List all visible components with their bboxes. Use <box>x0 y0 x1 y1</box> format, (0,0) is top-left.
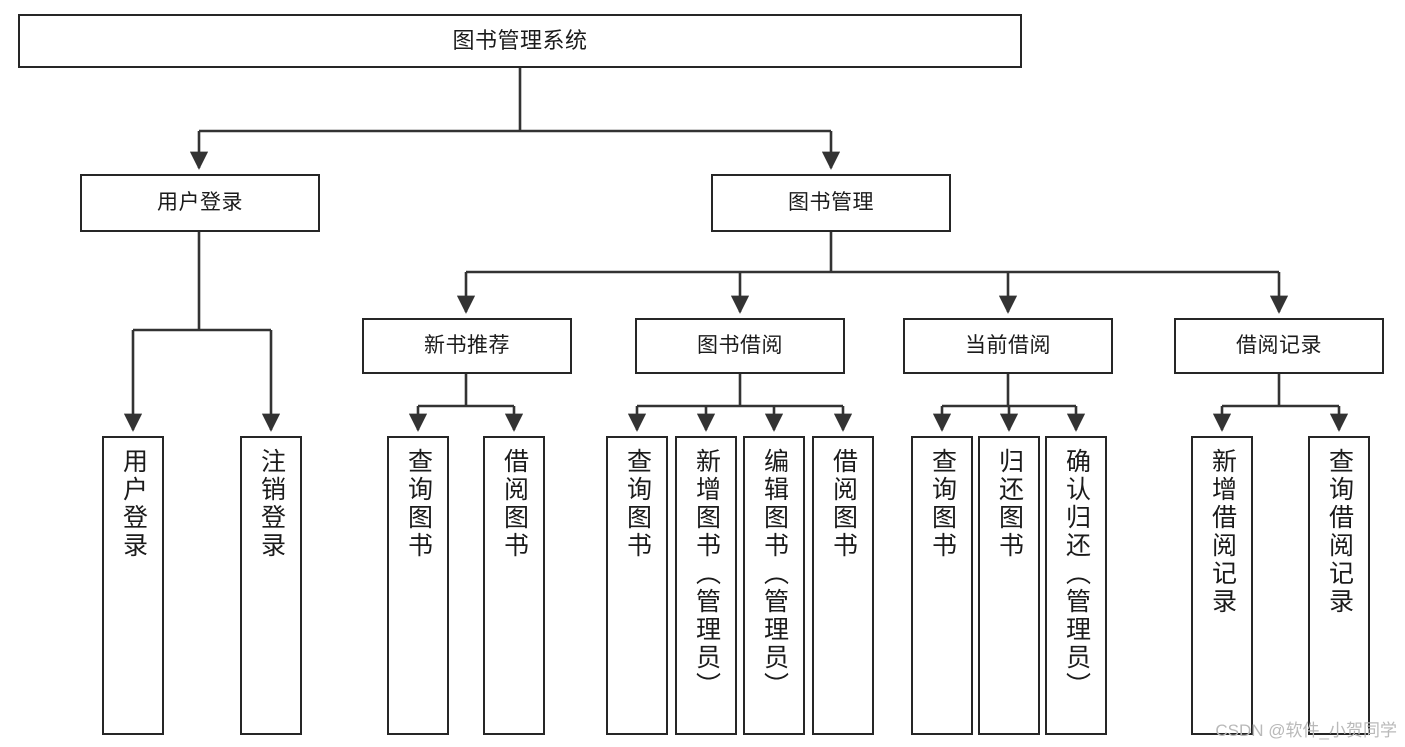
node-label: 查询图书 <box>928 448 957 560</box>
node-label: 查询图书 <box>404 448 433 560</box>
node-label: 新增借阅记录 <box>1208 448 1237 616</box>
leaf-new-book-borrow[interactable]: 借阅图书 <box>483 436 545 735</box>
node-current-borrow[interactable]: 当前借阅 <box>903 318 1113 374</box>
node-label: 新增图书（管理员） <box>692 448 721 700</box>
node-label: 用户登录 <box>157 190 243 214</box>
leaf-book-borrow-edit[interactable]: 编辑图书（管理员） <box>743 436 805 735</box>
node-label: 当前借阅 <box>965 333 1051 357</box>
node-label: 借阅记录 <box>1236 333 1322 357</box>
node-label: 注销登录 <box>257 448 286 560</box>
leaf-book-borrow-borrow[interactable]: 借阅图书 <box>812 436 874 735</box>
leaf-borrow-record-add[interactable]: 新增借阅记录 <box>1191 436 1253 735</box>
node-label: 确认归还（管理员） <box>1062 448 1091 700</box>
node-label: 归还图书 <box>995 448 1024 560</box>
node-new-book-recommend[interactable]: 新书推荐 <box>362 318 572 374</box>
leaf-book-borrow-add[interactable]: 新增图书（管理员） <box>675 436 737 735</box>
node-label: 图书管理 <box>788 190 874 214</box>
leaf-borrow-record-query[interactable]: 查询借阅记录 <box>1308 436 1370 735</box>
node-label: 查询图书 <box>623 448 652 560</box>
node-label: 图书管理系统 <box>452 28 588 54</box>
node-label: 借阅图书 <box>829 448 858 560</box>
node-borrow-record[interactable]: 借阅记录 <box>1174 318 1384 374</box>
node-label: 查询借阅记录 <box>1325 448 1354 616</box>
leaf-current-borrow-return[interactable]: 归还图书 <box>978 436 1040 735</box>
node-label: 借阅图书 <box>500 448 529 560</box>
node-label: 图书借阅 <box>697 333 783 357</box>
node-label: 用户登录 <box>119 448 148 560</box>
csdn-watermark: CSDN @软件_小贺同学 <box>1215 721 1397 740</box>
node-label: 新书推荐 <box>424 333 510 357</box>
node-user-login[interactable]: 用户登录 <box>80 174 320 232</box>
node-root-book-management-system[interactable]: 图书管理系统 <box>18 14 1022 68</box>
leaf-current-borrow-confirm-return[interactable]: 确认归还（管理员） <box>1045 436 1107 735</box>
leaf-user-login-signin[interactable]: 用户登录 <box>102 436 164 735</box>
leaf-user-login-signout[interactable]: 注销登录 <box>240 436 302 735</box>
leaf-book-borrow-query[interactable]: 查询图书 <box>606 436 668 735</box>
node-label: 编辑图书（管理员） <box>760 448 789 700</box>
node-book-management[interactable]: 图书管理 <box>711 174 951 232</box>
node-book-borrow[interactable]: 图书借阅 <box>635 318 845 374</box>
leaf-current-borrow-query[interactable]: 查询图书 <box>911 436 973 735</box>
leaf-new-book-query[interactable]: 查询图书 <box>387 436 449 735</box>
